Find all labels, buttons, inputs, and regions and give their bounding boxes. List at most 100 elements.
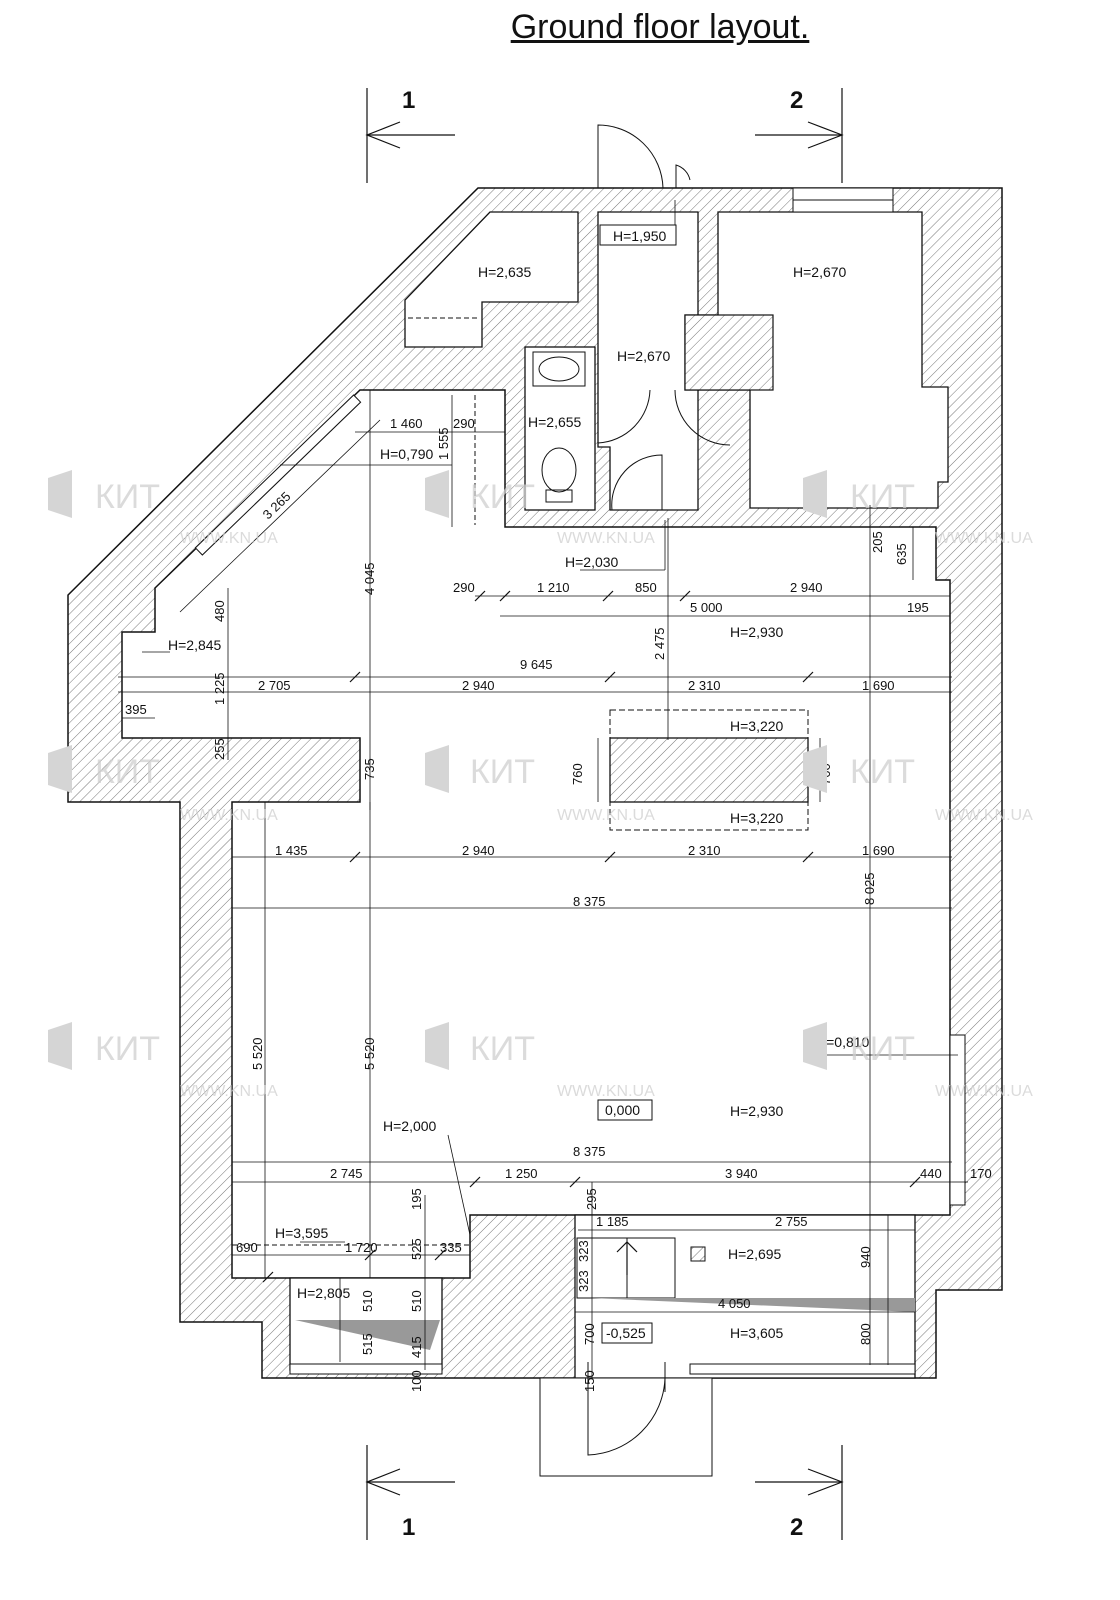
dimension-label: 2 940 [790, 580, 823, 595]
dimension-label: 510 [409, 1290, 424, 1312]
watermark-url: WWW.KN.UA [180, 1083, 278, 1100]
dimension-label: 2 940 [462, 678, 495, 693]
ramp-left [295, 1320, 440, 1350]
watermark-logos [48, 470, 827, 1070]
dimension-label: 1 225 [212, 672, 227, 705]
dimension-label: 1 250 [505, 1166, 538, 1181]
height-label: H=0,810 [816, 1034, 870, 1050]
dimension-label: 735 [362, 758, 377, 780]
watermark-brand: КИТ [850, 753, 915, 791]
height-label: H=2,695 [728, 1246, 782, 1262]
washbasin-icon [532, 351, 586, 387]
entry-door [539, 1362, 713, 1477]
watermark-url: WWW.KN.UA [935, 807, 1033, 824]
dimension-label: 800 [858, 1323, 873, 1345]
watermark-url: WWW.KN.UA [180, 807, 278, 824]
stairs [576, 1237, 676, 1299]
height-label: H=2,000 [383, 1118, 437, 1134]
dimension-ticks [262, 590, 921, 1283]
dimension-label: 850 [635, 580, 657, 595]
height-label: H=2,930 [730, 624, 784, 640]
level-minus: -0,525 [606, 1325, 646, 1341]
dimension-label: 440 [920, 1166, 942, 1181]
dimension-label: 290 [453, 580, 475, 595]
drawing-title: Ground floor layout. [510, 8, 810, 46]
dimension-label: 5 520 [362, 1037, 377, 1070]
height-label: H=2,805 [297, 1285, 351, 1301]
dimension-label: 195 [907, 600, 929, 615]
central-column [609, 737, 809, 803]
dimension-label: 255 [212, 738, 227, 760]
dimension-label: 510 [360, 1290, 375, 1312]
level-zero: 0,000 [605, 1102, 640, 1118]
dimension-labels: 1 460 290 290 1 210 850 2 940 5 000 195 … [125, 416, 992, 1311]
watermark-brand: КИТ [470, 753, 535, 791]
dimension-label: 9 645 [520, 657, 553, 672]
section-label-2-top: 2 [790, 87, 803, 114]
toilet-icon [541, 447, 577, 503]
height-label: H=3,220 [730, 718, 784, 734]
dimension-label: 5 000 [690, 600, 723, 615]
section-markers [365, 88, 844, 1540]
watermark-brand: КИТ [95, 478, 160, 516]
height-label: H=2,635 [478, 264, 532, 280]
dimension-label: 635 [894, 543, 909, 565]
dimension-label: 415 [409, 1336, 424, 1358]
dimension-label: 100 [409, 1370, 424, 1392]
dimension-label: 2 940 [462, 843, 495, 858]
dimension-label: 2 705 [258, 678, 291, 693]
dimension-label: 690 [236, 1240, 258, 1255]
dimension-label: 760 [570, 763, 585, 785]
height-label: H=2,030 [565, 554, 619, 570]
dimension-label: 4 050 [718, 1296, 751, 1311]
section-label-2-bottom: 2 [790, 1514, 803, 1541]
dimension-label: 323 [576, 1240, 591, 1262]
watermark-url: WWW.KN.UA [180, 530, 278, 547]
dimension-lines [118, 200, 968, 1378]
watermark-url: WWW.KN.UA [557, 530, 655, 547]
dimension-label: 2 745 [330, 1166, 363, 1181]
ramp-right [590, 1298, 915, 1312]
dimension-label: 3 940 [725, 1166, 758, 1181]
watermark-brand: КИТ [470, 478, 535, 516]
watermark-brand: КИТ [850, 1030, 915, 1068]
dimension-label: 5 520 [250, 1037, 265, 1070]
dimension-label: 8 375 [573, 894, 606, 909]
dimension-label: 2 310 [688, 678, 721, 693]
dimension-label: 395 [125, 702, 147, 717]
window-bottom [289, 1363, 443, 1375]
dimension-label: 4 045 [362, 562, 377, 595]
dimension-label: 1 210 [537, 580, 570, 595]
main-hall [121, 389, 951, 1279]
section-label-1-bottom: 1 [402, 1514, 415, 1541]
dimension-label: 170 [970, 1166, 992, 1181]
dimension-label: 8 025 [862, 872, 877, 905]
dimension-label: 525 [409, 1238, 424, 1260]
section-label-1-top: 1 [402, 87, 415, 114]
interior-doors [597, 389, 731, 511]
dimension-label: 2 755 [775, 1214, 808, 1229]
dimension-label: 1 690 [862, 843, 895, 858]
height-label: H=1,950 [613, 228, 667, 244]
dimension-label: 480 [212, 600, 227, 622]
dimension-label: 295 [584, 1188, 599, 1210]
dimension-label: 335 [440, 1240, 462, 1255]
dimension-label: 195 [409, 1188, 424, 1210]
vent-icon [690, 1246, 706, 1262]
watermark-url: WWW.KN.UA [935, 1083, 1033, 1100]
dimension-label: 290 [453, 416, 475, 431]
dimension-label: 1 460 [390, 416, 423, 431]
top-door [597, 124, 691, 189]
stairs-arrow-icon [616, 1241, 638, 1275]
height-label: H=2,670 [793, 264, 847, 280]
height-label: H=2,930 [730, 1103, 784, 1119]
watermark-brand: КИТ [95, 753, 160, 791]
window-bottom-right [689, 1363, 916, 1375]
height-label: H=3,595 [275, 1225, 329, 1241]
dimension-label: 1 555 [436, 427, 451, 460]
watermark-url: WWW.KN.UA [935, 530, 1033, 547]
dimension-label: 2 475 [652, 627, 667, 660]
height-labels: H=1,950 H=2,635 H=2,670 H=2,670 H=2,655 … [168, 224, 870, 1341]
watermark-brand: КИТ [95, 1030, 160, 1068]
